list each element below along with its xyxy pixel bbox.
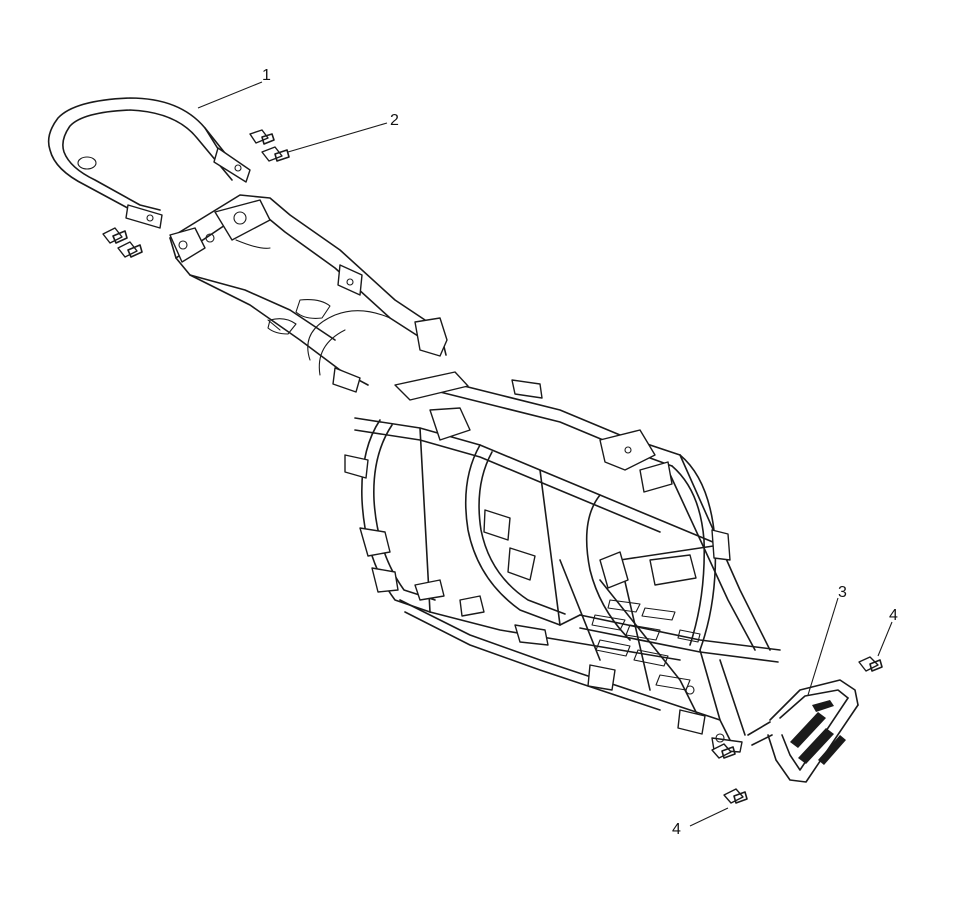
bolt-2b xyxy=(261,146,290,162)
callout-4-lower: 4 xyxy=(672,821,681,838)
leader-1 xyxy=(197,81,263,109)
front-bumper xyxy=(747,679,859,783)
rear-rack-tube xyxy=(47,97,251,229)
bolt-left-a xyxy=(102,227,128,244)
leader-3 xyxy=(807,597,839,696)
callout-2: 2 xyxy=(390,112,399,129)
callout-1: 1 xyxy=(262,67,271,84)
callout-3: 3 xyxy=(838,584,847,601)
leader-4-lower xyxy=(689,807,729,827)
bolt-left-b xyxy=(117,241,143,258)
callout-4-upper: 4 xyxy=(889,607,898,624)
bolt-4-upper xyxy=(858,656,883,672)
bolt-4-mid xyxy=(711,743,736,759)
bolt-2a xyxy=(249,129,275,145)
rear-subframe xyxy=(169,194,448,393)
main-frame xyxy=(344,371,781,753)
leader-2 xyxy=(287,122,388,153)
bolt-4-lower xyxy=(723,788,748,804)
leader-4-upper xyxy=(877,621,893,657)
